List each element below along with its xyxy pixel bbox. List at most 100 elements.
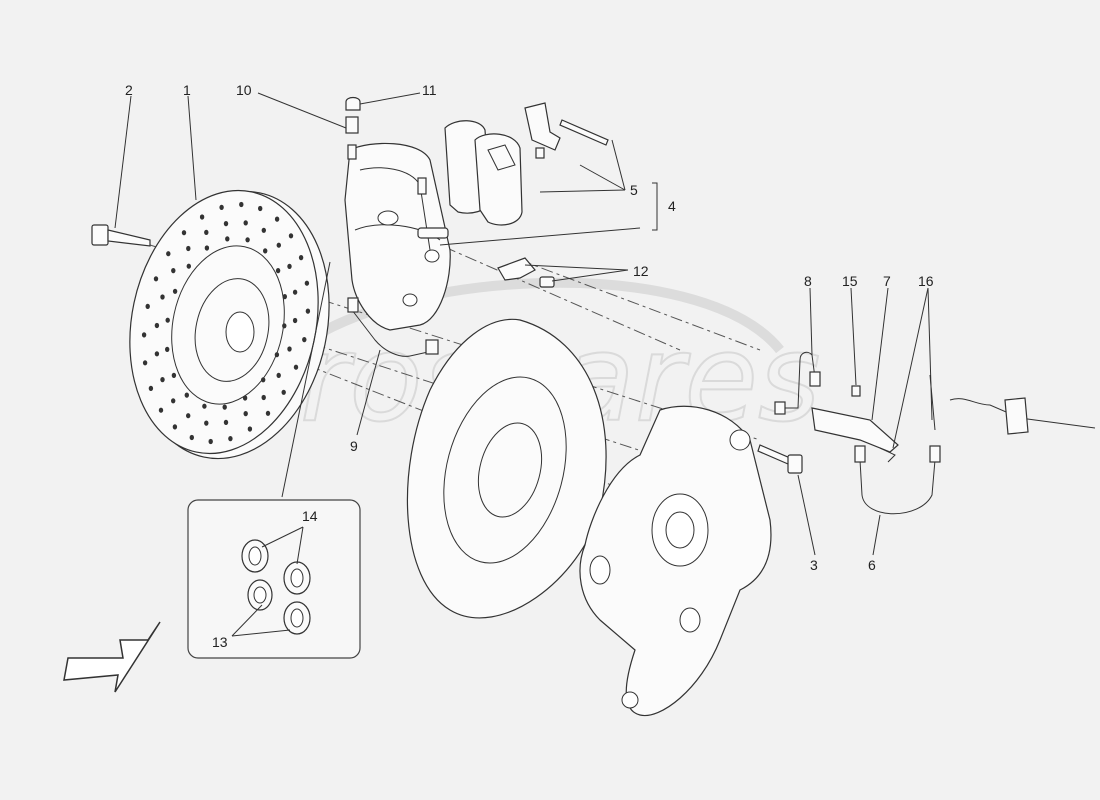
chassis-pipe-run [949,398,1096,429]
hub-bore-inner [665,511,695,549]
disc-drill-hole [141,332,147,338]
leader-9 [356,349,381,436]
disc-drill-hole [171,268,176,274]
hub-arm-hole-top [729,429,751,451]
seal-kit-inset [187,499,361,659]
disc-drill-hole [204,420,209,426]
brake-pads [444,102,609,226]
caliper-bolt [757,444,803,474]
axis-line-bolt [124,236,761,441]
callout-14: 14 [302,508,318,524]
dust-shield [406,318,607,619]
disc-drill-hole [208,438,213,445]
axis-line-bracket [519,259,761,351]
brake-pipe-line [351,309,429,357]
disc-drill-hole [154,351,160,357]
disc-drill-hole [247,426,253,432]
disc-drill-hole [186,413,191,419]
disc-drill-hole [172,288,178,294]
hub-arm-hole-bottom [679,607,701,633]
disc-drill-hole [165,317,170,323]
disc-drill-hole [305,308,311,314]
disc-drill-hole [186,245,191,252]
callout-9: 9 [350,438,358,454]
disc-drill-hole [261,394,266,401]
leader-caliper-to-4 [439,227,641,246]
pad-pin [559,119,609,146]
disc-drill-hole [275,268,281,274]
disc-drill-hole [204,245,210,251]
callout-11: 11 [422,82,437,98]
disc-drill-hole [171,372,177,378]
flex-hose-end-a [854,445,866,463]
callout-12: 12 [633,263,649,279]
disc-center-bore [225,311,255,353]
callout-5: 5 [630,182,638,198]
disc-drill-hole [239,201,244,208]
brake-disc [129,189,330,460]
watermark-swoosh [286,277,784,359]
caliper-bolt-hole [424,249,440,263]
disc-drill-hole [186,263,191,269]
caliper-bolt-head [787,454,803,474]
leader-12b [551,269,629,282]
flex-hose-line [859,459,936,515]
flex-hose-end-b [929,445,941,463]
brake-pipe [347,297,439,357]
leader-6 [872,514,881,556]
callout-4: 4 [668,198,676,214]
callout-10: 10 [236,82,252,98]
disc-drill-hole [219,204,224,210]
disc-drill-hole [204,229,209,235]
callout-labels: 2 1 10 11 5 4 12 8 15 7 16 9 14 13 3 6 [125,82,934,650]
disc-drill-hole [274,216,280,222]
disc-drill-hole [223,419,229,425]
pipe-fitting-end [425,339,439,355]
leader-14a [261,526,304,548]
leader-3 [797,474,816,556]
pad-clip [487,144,516,171]
disc-drill-hole [263,248,268,254]
rigid-pipe-fitting-b [809,371,821,387]
disc-drill-hole [245,237,250,243]
callout-7: 7 [883,273,891,289]
callout-1: 1 [183,82,191,98]
disc-drill-hole [265,410,271,416]
bleeder-cap [345,96,361,111]
caliper-mount-hole [402,293,418,307]
leader-5a [539,189,626,193]
disc-drill-hole [142,360,148,366]
inset-frame [187,499,361,659]
disc-drill-hole [302,337,307,343]
leader-15 [850,287,857,386]
disc-drill-hole [282,294,287,300]
leader-lines [114,92,933,637]
leader-11 [359,92,421,105]
disc-drill-hole [304,280,310,286]
hub-carrier [579,405,772,717]
bleeder-screw [345,116,359,160]
leader-5b [579,164,626,191]
pad-spring [524,102,561,151]
leader-1 [187,95,197,201]
disc-drill-hole [181,230,187,236]
leader-16b [927,287,933,421]
disc-drill-hole [287,346,292,352]
disc-drill-hole [228,436,233,442]
chassis-pipe-clip [1004,397,1029,435]
caliper-piston-port [377,210,399,226]
bolt-shank [107,229,151,247]
disc-drill-hole [274,352,280,358]
front-direction-arrow-icon [63,621,161,693]
disc-drill-hole [292,289,298,295]
brake-caliper [344,142,451,331]
leader-12a [524,264,629,271]
disc-drill-hole [242,395,248,401]
disc-drill-hole [160,294,165,300]
axis-line-disc [269,329,701,471]
leader-13b [231,629,291,637]
disc-drill-hole [222,404,227,410]
disc-drill-hole [153,276,159,282]
disc-drill-hole [148,385,154,391]
bolt-head [91,224,109,246]
